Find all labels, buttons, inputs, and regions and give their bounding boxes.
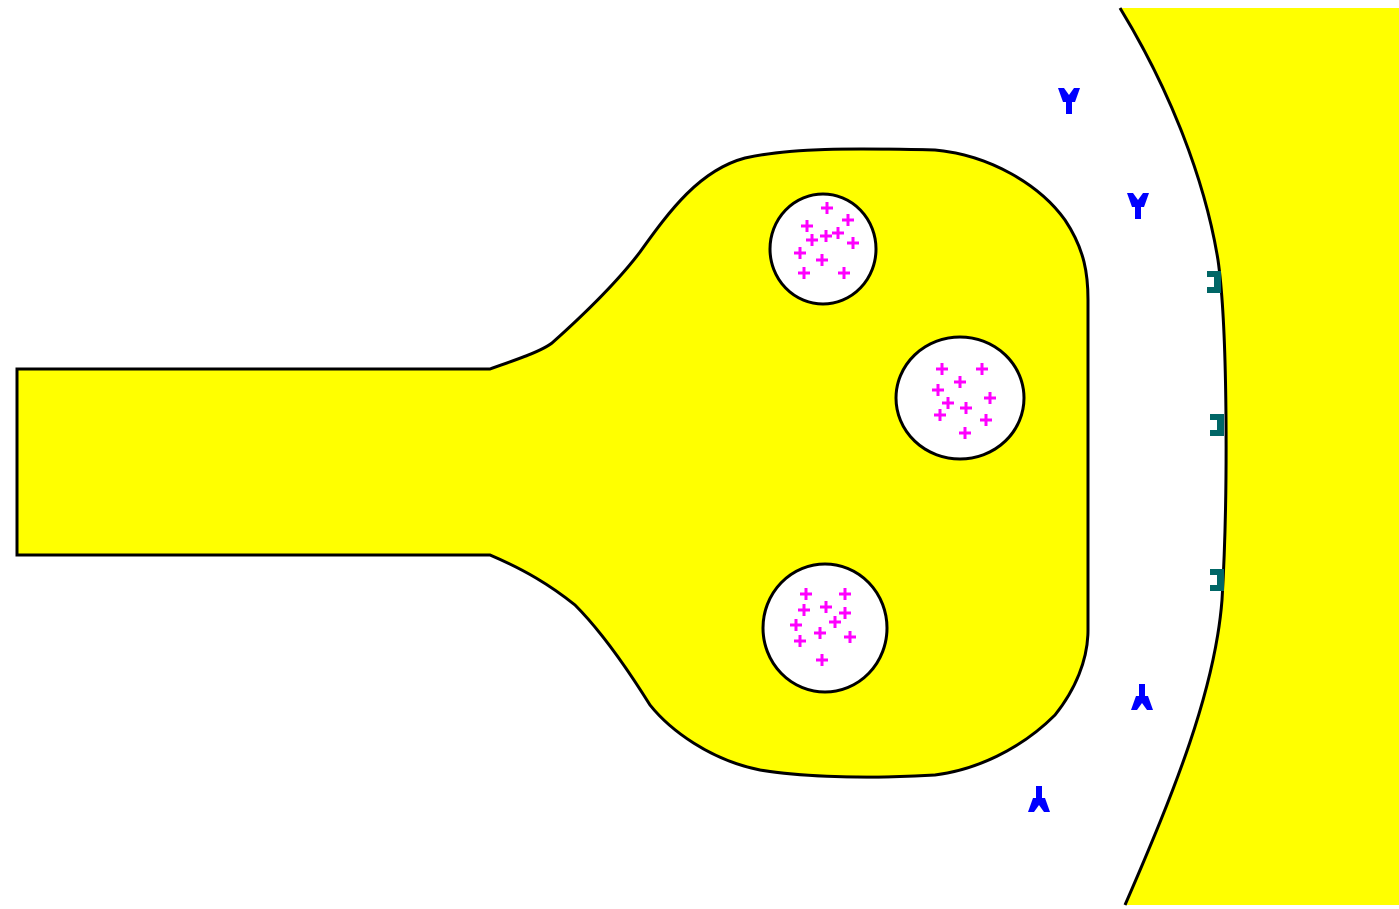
presynaptic-terminal	[17, 149, 1088, 777]
autoreceptor-icon	[1058, 88, 1080, 114]
vesicle-middle	[896, 337, 1024, 459]
autoreceptor-icon	[1127, 193, 1149, 219]
postsynaptic-cell	[1120, 8, 1399, 905]
vesicle-top	[770, 194, 876, 304]
vesicle-bottom	[763, 564, 887, 692]
postsynaptic-receptor-icon	[1210, 569, 1224, 591]
autoreceptor-icon	[1131, 684, 1153, 710]
vesicle-membrane	[770, 194, 876, 304]
postsynaptic-receptor-icon	[1207, 271, 1221, 293]
vesicle-membrane	[896, 337, 1024, 459]
autoreceptor-icon	[1028, 786, 1050, 812]
postsynaptic-receptor-icon	[1210, 414, 1224, 436]
vesicle-membrane	[763, 564, 887, 692]
